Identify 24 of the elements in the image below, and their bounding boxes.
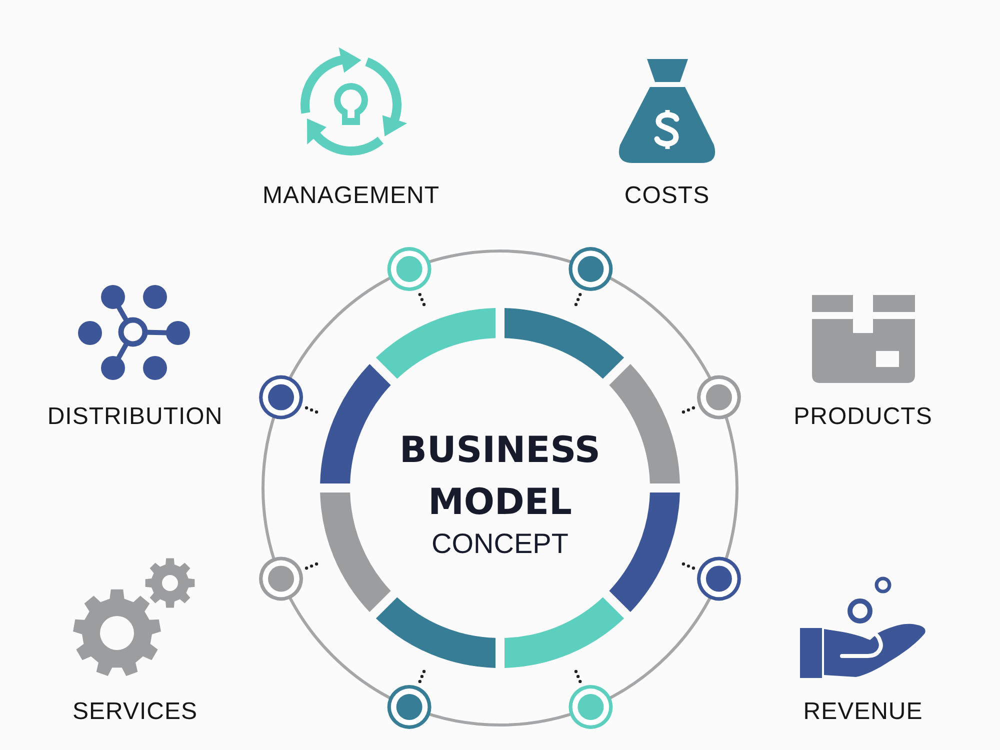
ring-segment <box>504 308 624 379</box>
ring-segment <box>320 364 391 484</box>
category-label: PRODUCTS <box>794 403 932 431</box>
ring-segment <box>376 597 496 668</box>
ring-dot-icon <box>568 684 613 729</box>
category-label: SERVICES <box>72 698 198 726</box>
ring-dot-icon <box>696 375 741 420</box>
center-title: BUSINESS MODEL <box>400 429 600 525</box>
ring-dot-icon <box>696 556 741 601</box>
ring-dot-icon <box>259 375 304 420</box>
ring-dot-icon <box>387 247 432 292</box>
ring-segment <box>320 492 391 612</box>
category-label: REVENUE <box>803 698 923 726</box>
ring-segment <box>609 492 680 612</box>
ring-dot-icon <box>387 684 432 729</box>
ring-segment <box>376 308 496 379</box>
category-label: MANAGEMENT <box>262 182 440 210</box>
ring-dot-icon <box>259 556 304 601</box>
category-label: COSTS <box>624 182 710 210</box>
ring-segment <box>609 364 680 484</box>
category-label: DISTRIBUTION <box>47 403 223 431</box>
center-subtitle: CONCEPT <box>432 528 568 560</box>
ring-dot-icon <box>568 247 613 292</box>
ring-segment <box>504 597 624 668</box>
